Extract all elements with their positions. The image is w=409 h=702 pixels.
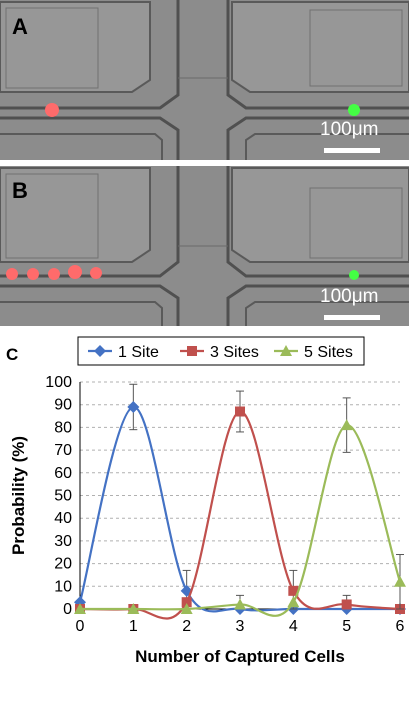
data-point — [235, 406, 245, 417]
series-3 — [74, 397, 406, 617]
legend-marker — [94, 345, 106, 357]
x-tick-label: 2 — [182, 618, 191, 635]
series-line — [80, 424, 402, 617]
y-tick-label: 90 — [54, 397, 72, 414]
x-tick-label: 5 — [342, 618, 351, 635]
green-cell — [348, 104, 360, 116]
data-point — [181, 597, 192, 608]
y-tick-label: 40 — [54, 510, 72, 527]
panel-b-scale-label: 100μm — [320, 286, 379, 307]
series-2 — [75, 390, 405, 620]
data-point — [127, 400, 140, 413]
legend: 1 Site 3 Sites 5 Sites — [77, 336, 365, 366]
red-cell — [68, 265, 82, 279]
x-tick-label: 4 — [289, 618, 298, 635]
x-axis-title: Number of Captured Cells — [135, 647, 345, 666]
legend-label: 3 Sites — [210, 344, 259, 361]
legend-marker — [280, 345, 292, 356]
y-tick-label: 50 — [54, 488, 72, 505]
y-tick-label: 70 — [54, 442, 72, 459]
x-tick-label: 0 — [76, 618, 85, 635]
data-point — [127, 603, 140, 614]
probability-chart: C 0 10 20 30 40 50 60 70 80 90 100 0 1 2 3 4 5 6 1 Site 3 … — [6, 336, 406, 666]
x-tick-label: 1 — [129, 618, 138, 635]
y-axis-title: Probability (%) — [9, 436, 28, 555]
panel-b-scale-bar — [324, 315, 380, 320]
data-point — [287, 596, 300, 608]
panel-c-letter: C — [6, 345, 18, 364]
red-cell — [27, 268, 39, 280]
y-tick-label: 10 — [54, 578, 72, 595]
y-tick-label: 30 — [54, 533, 72, 550]
series-line — [79, 410, 401, 620]
y-tick-label: 20 — [54, 556, 72, 573]
data-point — [340, 419, 353, 431]
series-line — [78, 405, 400, 613]
panel-b-micrograph — [0, 166, 409, 326]
y-tick-label: 100 — [45, 374, 72, 391]
data-point — [234, 598, 246, 610]
data-point — [180, 603, 193, 614]
series-layer — [74, 383, 406, 620]
x-tick-label: 6 — [396, 618, 405, 635]
red-cell — [6, 268, 18, 280]
legend-box — [77, 336, 365, 366]
panel-b-letter: B — [12, 178, 28, 203]
legend-marker — [187, 346, 197, 356]
panel-b-image: B 100μm — [0, 166, 409, 326]
red-cell — [45, 103, 59, 117]
y-tick-label: 60 — [54, 465, 72, 482]
panel-a-image: A 100μm — [0, 0, 409, 160]
data-point — [74, 603, 86, 614]
red-cell — [48, 268, 60, 280]
panel-a-scale-bar — [324, 148, 380, 153]
legend-label: 1 Site — [118, 344, 159, 361]
axes: 0 10 20 30 40 50 60 70 80 90 100 0 1 2 3 4 5 6 — [45, 374, 404, 635]
panel-a-scale-label: 100μm — [320, 119, 379, 140]
data-point — [394, 575, 406, 587]
red-cell — [90, 267, 102, 279]
legend-label: 5 Sites — [304, 344, 353, 361]
data-point — [341, 599, 352, 610]
y-tick-label: 80 — [54, 419, 72, 436]
panel-a-letter: A — [12, 14, 28, 39]
panel-a-micrograph — [0, 0, 409, 160]
y-tick-label: 0 — [63, 601, 72, 618]
data-point — [288, 585, 299, 596]
x-tick-label: 3 — [236, 618, 245, 635]
green-cell — [349, 270, 359, 280]
